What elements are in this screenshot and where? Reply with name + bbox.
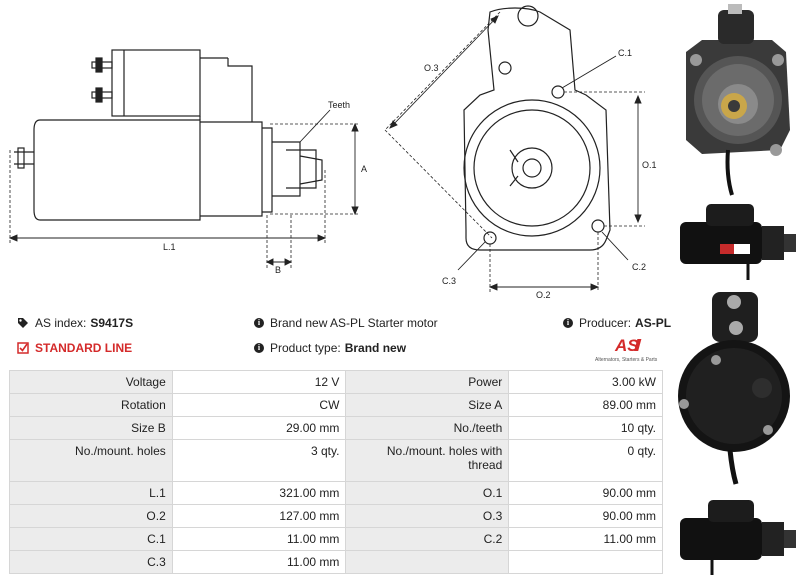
standard-line-label: STANDARD LINE <box>35 341 133 355</box>
spec-label: No./teeth <box>345 416 510 440</box>
spec-label: C.1 <box>9 527 173 551</box>
info-icon: i <box>254 318 264 328</box>
solenoid-outline <box>111 49 201 117</box>
label-c3: C.3 <box>442 276 456 286</box>
spec-value: 0 qty. <box>508 439 663 482</box>
table-row: Rotation CW Size A 89.00 mm <box>9 393 663 417</box>
spec-value: 12 V <box>171 370 347 394</box>
product-type-value: Brand new <box>344 341 407 355</box>
standard-line-row: STANDARD LINE <box>17 341 132 355</box>
spec-label: L.1 <box>9 481 173 505</box>
producer-row: i Producer: AS-PL <box>563 316 671 330</box>
spec-label: O.2 <box>9 504 173 528</box>
table-row: Voltage 12 V Power 3.00 kW <box>9 370 663 394</box>
spec-label: C.3 <box>9 550 173 574</box>
spec-label: Power <box>345 370 510 394</box>
spec-label <box>345 550 510 574</box>
as-index-label: AS index: <box>35 316 87 330</box>
spec-value: 89.00 mm <box>508 393 663 417</box>
spec-value: 11.00 mm <box>508 527 663 551</box>
spec-value: 127.00 mm <box>171 504 347 528</box>
info-icon: i <box>563 318 573 328</box>
as-logo-mark: AS Alternators, Starters & Parts <box>595 336 658 363</box>
label-l1: L.1 <box>163 242 176 252</box>
spec-label: O.3 <box>345 504 510 528</box>
photo-side-view-2 <box>680 500 796 575</box>
label-a: A <box>361 164 367 174</box>
as-logo: AS Alternators, Starters & Parts <box>591 333 666 363</box>
spec-value: 3.00 kW <box>508 370 663 394</box>
spec-value: 321.00 mm <box>171 481 347 505</box>
spec-value: 10 qty. <box>508 416 663 440</box>
motor-body-outline <box>33 119 201 221</box>
label-b: B <box>275 265 281 275</box>
spec-value: 90.00 mm <box>508 481 663 505</box>
spec-value: CW <box>171 393 347 417</box>
spec-value: 11.00 mm <box>171 550 347 574</box>
spec-label: Size B <box>9 416 173 440</box>
label-o2: O.2 <box>536 290 551 300</box>
label-c1: C.1 <box>618 48 632 58</box>
product-type-row: i Product type: Brand new <box>254 341 406 355</box>
side-view-drawing: Teeth A L.1 B <box>8 49 367 275</box>
label-o1: O.1 <box>642 160 657 170</box>
producer-label: Producer: <box>579 316 632 330</box>
checkbox-checked-icon <box>17 342 29 354</box>
spec-label: Voltage <box>9 370 173 394</box>
label-teeth: Teeth <box>328 100 350 110</box>
front-view-drawing: O.3 C.1 O.1 C.3 C.2 O.2 <box>384 5 657 300</box>
spec-label: No./mount. holes <box>9 439 173 482</box>
info-icon: i <box>254 343 264 353</box>
flange-outline <box>463 7 611 251</box>
label-c2: C.2 <box>632 262 646 272</box>
tags-icon <box>18 318 28 328</box>
photo-front-view <box>686 4 790 196</box>
spec-label: Size A <box>345 393 510 417</box>
spec-label: O.1 <box>345 481 510 505</box>
spec-label: Rotation <box>9 393 173 417</box>
hole-c2 <box>591 219 605 233</box>
table-row: L.1 321.00 mm O.1 90.00 mm <box>9 481 663 505</box>
photo-rear-view <box>678 292 790 485</box>
spec-label: C.2 <box>345 527 510 551</box>
table-row: C.3 11.00 mm <box>9 550 663 574</box>
table-row: No./mount. holes 3 qty. No./mount. holes… <box>9 439 663 482</box>
hole-c3 <box>483 231 497 245</box>
brand-text: Brand new AS-PL Starter motor <box>270 316 438 330</box>
photo-side-view <box>680 204 796 280</box>
spec-table: Voltage 12 V Power 3.00 kW Rotation CW S… <box>9 370 663 574</box>
spec-label: No./mount. holes with thread <box>345 439 510 482</box>
product-type-label: Product type: <box>270 341 341 355</box>
spec-value <box>508 550 663 574</box>
as-index-row: AS index: S9417S <box>17 316 133 330</box>
table-row: O.2 127.00 mm O.3 90.00 mm <box>9 504 663 528</box>
spec-value: 11.00 mm <box>171 527 347 551</box>
spec-value: 3 qty. <box>171 439 347 482</box>
as-index-value: S9417S <box>90 316 134 330</box>
producer-value: AS-PL <box>635 316 672 330</box>
product-photos <box>678 4 796 575</box>
logo-mark-text: AS <box>614 336 639 355</box>
brand-row: i Brand new AS-PL Starter motor <box>254 316 438 330</box>
table-row: C.1 11.00 mm C.2 11.00 mm <box>9 527 663 551</box>
spec-value: 29.00 mm <box>171 416 347 440</box>
spec-value: 90.00 mm <box>508 504 663 528</box>
table-row: Size B 29.00 mm No./teeth 10 qty. <box>9 416 663 440</box>
housing-circle <box>463 99 601 237</box>
logo-tagline: Alternators, Starters & Parts <box>595 357 658 363</box>
label-o3: O.3 <box>424 63 439 73</box>
